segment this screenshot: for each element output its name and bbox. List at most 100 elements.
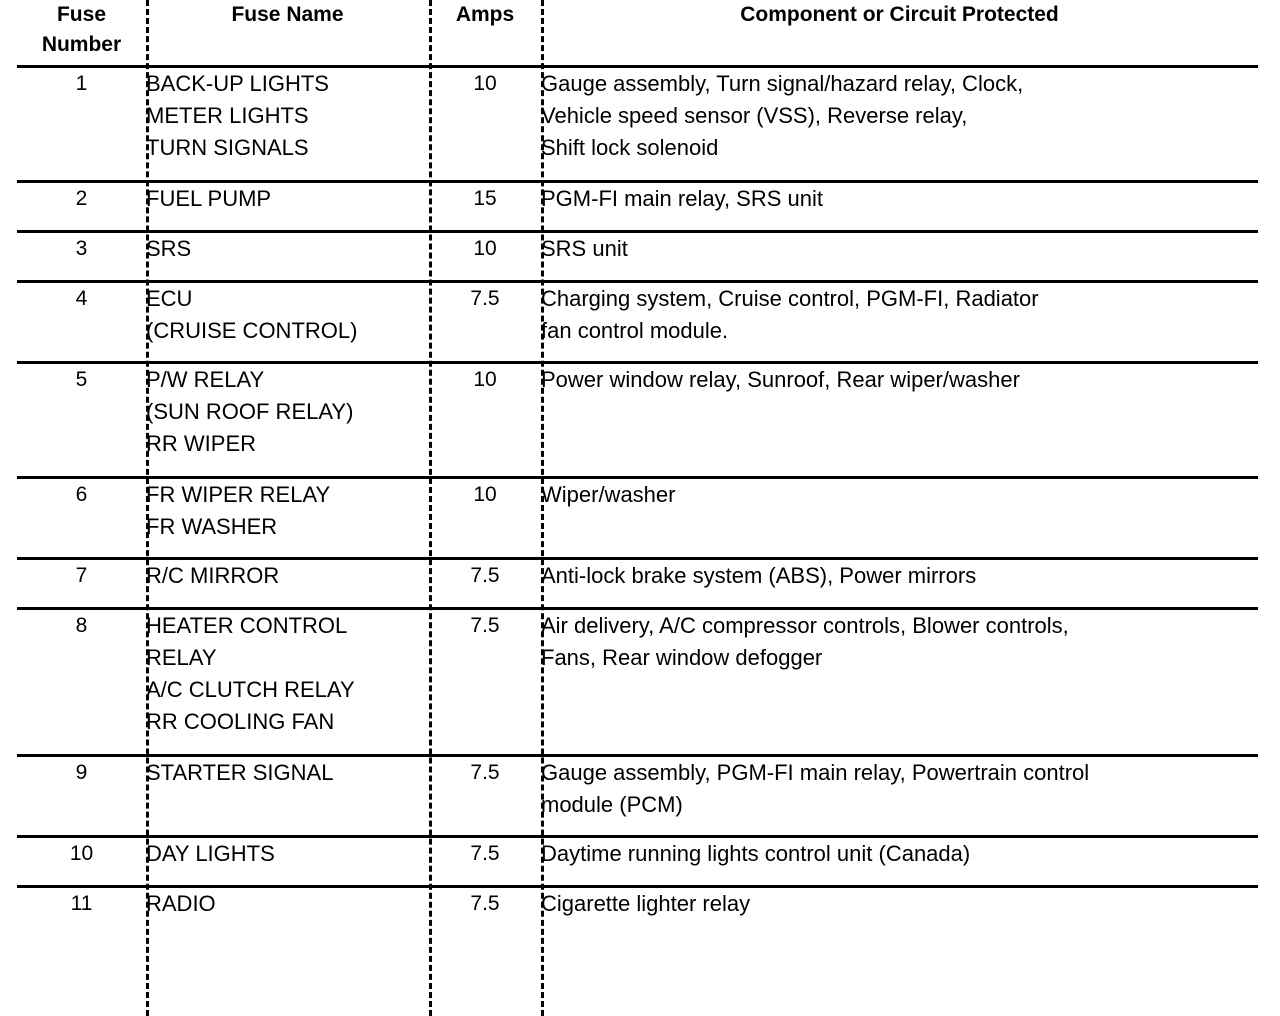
fuse-name-line: STARTER SIGNAL: [146, 760, 334, 785]
component-line: fan control module.: [541, 318, 729, 343]
fuse-name-line: RADIO: [146, 891, 216, 916]
cell-component: Power window relay, Sunroof, Rear wiper/…: [541, 362, 1258, 479]
component-line: Gauge assembly, PGM-FI main relay, Power…: [541, 760, 1090, 785]
cell-component: Gauge assembly, PGM-FI main relay, Power…: [541, 755, 1258, 838]
cell-amps: 7.5: [429, 558, 541, 610]
cell-fuse-number: 5: [17, 362, 146, 479]
cell-component: Anti-lock brake system (ABS), Power mirr…: [541, 558, 1258, 610]
column-header-amps: Amps: [429, 0, 541, 68]
cell-fuse-number: 6: [17, 477, 146, 560]
cell-fuse-number: 3: [17, 231, 146, 283]
fuse-specification-table: Fuse Number Fuse Name Amps Component or …: [17, 0, 1258, 935]
fuse-number-header-line-1: Fuse: [56, 3, 106, 26]
cell-fuse-name: FUEL PUMP: [146, 181, 429, 233]
cell-fuse-number: 4: [17, 281, 146, 364]
cell-component: Gauge assembly, Turn signal/hazard relay…: [541, 66, 1258, 183]
fuse-name-line: RELAY: [146, 645, 217, 670]
component-line: Daytime running lights control unit (Can…: [541, 841, 971, 866]
fuse-name-line: TURN SIGNALS: [146, 135, 309, 160]
cell-component: Charging system, Cruise control, PGM-FI,…: [541, 281, 1258, 364]
component-line: Charging system, Cruise control, PGM-FI,…: [541, 286, 1039, 311]
cell-amps: 7.5: [429, 608, 541, 757]
column-header-fuse-name: Fuse Name: [146, 0, 429, 68]
component-line: module (PCM): [541, 792, 683, 817]
fuse-name-line: BACK-UP LIGHTS: [146, 71, 329, 96]
cell-fuse-name: P/W RELAY (SUN ROOF RELAY) RR WIPER: [146, 362, 429, 479]
column-header-fuse-number: Fuse Number: [17, 0, 146, 68]
cell-fuse-name: DAY LIGHTS: [146, 836, 429, 888]
component-line: Gauge assembly, Turn signal/hazard relay…: [541, 71, 1024, 96]
table-header: Fuse Number Fuse Name Amps Component or …: [17, 0, 1258, 68]
cell-amps: 10: [429, 66, 541, 183]
fuse-name-line: (CRUISE CONTROL): [146, 318, 358, 343]
component-line: SRS unit: [541, 236, 628, 261]
fuse-name-line: RR COOLING FAN: [146, 709, 335, 734]
cell-fuse-name: SRS: [146, 231, 429, 283]
fuse-name-line: P/W RELAY: [146, 367, 265, 392]
component-line: Vehicle speed sensor (VSS), Reverse rela…: [541, 103, 968, 128]
cell-component: SRS unit: [541, 231, 1258, 283]
cell-amps: 7.5: [470, 892, 500, 915]
header-row: Fuse Number Fuse Name Amps Component or …: [17, 0, 1258, 68]
cell-amps: 7.5: [429, 281, 541, 364]
cell-amps: 10: [429, 231, 541, 283]
component-line: Fans, Rear window defogger: [541, 645, 823, 670]
cell-fuse-number: 1: [17, 66, 146, 183]
cell-fuse-number: 7: [17, 558, 146, 610]
cell-fuse-name: ECU (CRUISE CONTROL): [146, 281, 429, 364]
component-line: Power window relay, Sunroof, Rear wiper/…: [541, 367, 1020, 392]
cell-fuse-number: 2: [17, 181, 146, 233]
table-row: 11 RADIO 7.5 Cigarette lighter relay: [17, 887, 1258, 936]
cell-fuse-number: 11: [70, 892, 93, 915]
component-line: Anti-lock brake system (ABS), Power mirr…: [541, 563, 977, 588]
cell-component: Air delivery, A/C compressor controls, B…: [541, 608, 1258, 757]
cell-component: Wiper/washer: [541, 477, 1258, 560]
cell-fuse-number: 10: [17, 836, 146, 888]
fuse-number-header-line-2: Number: [41, 33, 122, 56]
cell-amps: 7.5: [429, 755, 541, 838]
cell-fuse-name: RADIO: [146, 887, 429, 936]
cell-fuse-name: HEATER CONTROL RELAY A/C CLUTCH RELAY RR CO…: [146, 608, 429, 757]
cell-fuse-number: 9: [17, 755, 146, 838]
fuse-name-line: FUEL PUMP: [146, 186, 272, 211]
fuse-name-line: RR WIPER: [146, 431, 256, 456]
component-line: Air delivery, A/C compressor controls, B…: [541, 613, 1069, 638]
fuse-name-line: A/C CLUTCH RELAY: [146, 677, 355, 702]
component-line: PGM-FI main relay, SRS unit: [541, 186, 823, 211]
component-line: Cigarette lighter relay: [541, 891, 751, 916]
fuse-name-line: HEATER CONTROL: [146, 613, 348, 638]
cell-amps: 10: [429, 362, 541, 479]
cell-component: Daytime running lights control unit (Can…: [541, 836, 1258, 888]
fuse-name-line: DAY LIGHTS: [146, 841, 275, 866]
cell-fuse-name: R/C MIRROR: [146, 558, 429, 610]
fuse-name-line: R/C MIRROR: [146, 563, 280, 588]
cell-fuse-name: FR WIPER RELAY FR WASHER: [146, 477, 429, 560]
fuse-name-line: ECU: [146, 286, 193, 311]
fuse-name-line: FR WASHER: [146, 514, 278, 539]
column-header-component: Component or Circuit Protected: [541, 0, 1258, 68]
cell-component: Cigarette lighter relay: [541, 887, 1258, 936]
fuse-name-line: (SUN ROOF RELAY): [146, 399, 354, 424]
fuse-name-line: SRS: [146, 236, 192, 261]
cell-fuse-number: 8: [17, 608, 146, 757]
fuse-name-line: FR WIPER RELAY: [146, 482, 331, 507]
component-line: Wiper/washer: [541, 482, 676, 507]
cell-amps: 7.5: [429, 836, 541, 888]
cell-amps: 15: [429, 181, 541, 233]
cell-amps: 10: [429, 477, 541, 560]
component-line: Shift lock solenoid: [541, 135, 719, 160]
cell-component: PGM-FI main relay, SRS unit: [541, 181, 1258, 233]
